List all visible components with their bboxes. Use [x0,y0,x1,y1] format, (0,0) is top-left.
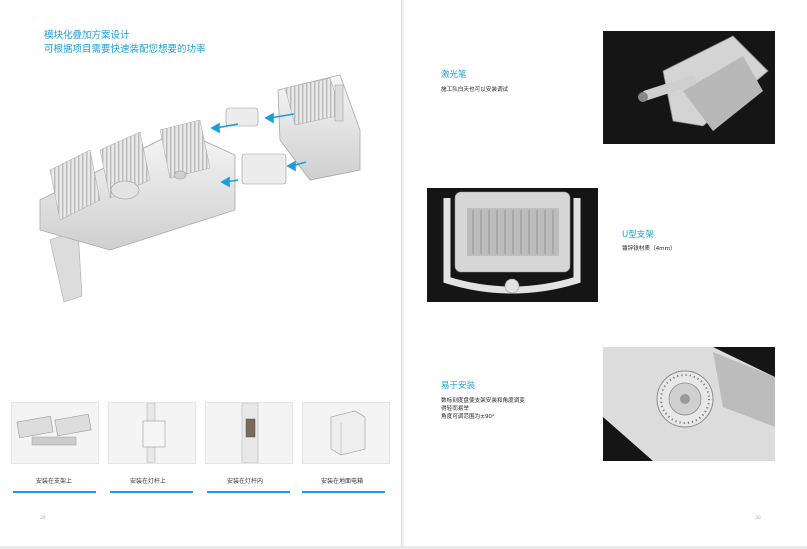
caption-underline-2 [110,491,193,493]
feature-title-laser: 激光笔 [441,70,467,80]
caption-underline-1 [13,491,96,493]
headline-line-2: 可根据项目需要快速装配您想要的功率 [44,44,206,55]
feature-text-easy-install-2: 得轻而易举 [441,406,469,412]
caption-underline-4 [302,491,385,493]
feature-text-laser: 施工队白天也可以安装调试 [441,87,509,93]
install-bracket-thumb [11,402,99,464]
install-ground-box-thumb [302,402,390,464]
headline-line-1: 模块化叠加方案设计 [44,30,130,41]
left-page: 模块化叠加方案设计 可根据项目需要快速装配您想要的功率 [0,0,402,546]
caption-underline-3 [207,491,290,493]
install-pole-thumb [108,402,196,464]
feature-title-easy-install: 易于安装 [441,381,476,391]
book-spine [401,0,405,546]
install-caption-3: 安装在灯杆内 [226,478,263,485]
feature-title-u-bracket: U型支架 [622,230,654,240]
install-caption-4: 安装在地面电箱 [320,478,363,485]
page-number-left: 29 [40,516,46,521]
laser-pointer-photo [603,31,775,144]
headline: 模块化叠加方案设计 可根据项目需要快速装配您想要的功率 [44,29,206,57]
u-bracket-photo [427,188,598,302]
feature-text-easy-install-1: 数标刻度盘使支架安装和角度调变 [441,398,525,404]
install-caption-1: 安装在支架上 [35,478,72,485]
angle-dial-photo [603,347,775,461]
feature-text-easy-install-3: 角度可调范围为±90° [441,414,495,420]
feature-text-u-bracket: 镀锌铁材质（4mm） [622,246,676,252]
exploded-module-illustration [39,74,361,303]
install-caption-2: 安装在灯杆上 [129,478,166,485]
page-number-right: 30 [755,516,761,521]
install-inside-pole-thumb [205,402,293,464]
